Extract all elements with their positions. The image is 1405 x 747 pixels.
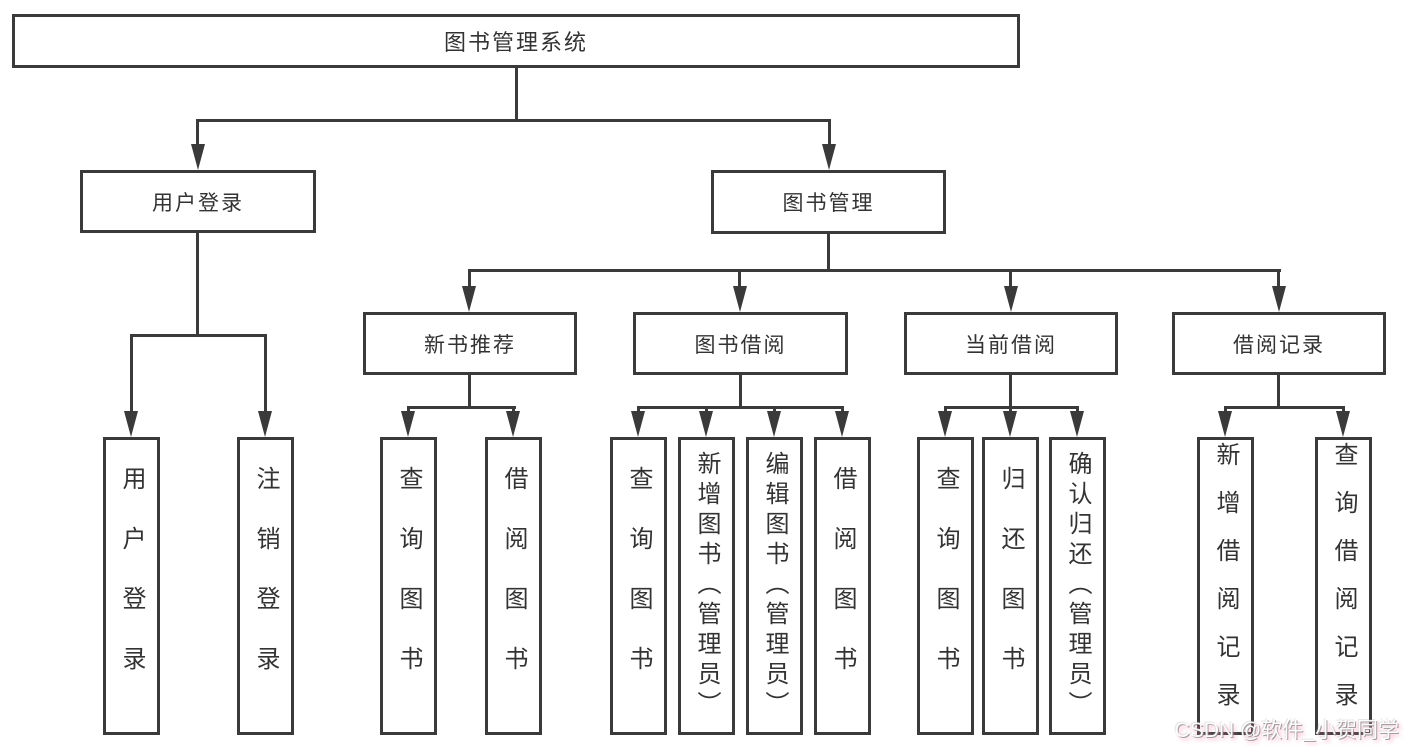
leaf-borrowing-query-books: 查询图书 <box>610 437 667 735</box>
node-book-management: 图书管理 <box>711 170 946 234</box>
node-current-borrowing: 当前借阅 <box>904 312 1118 375</box>
leaf-borrowing-borrow-books: 借阅图书 <box>814 437 871 735</box>
connector-line <box>468 269 471 294</box>
arrow-down-icon <box>1003 411 1017 437</box>
arrow-down-icon <box>631 411 645 437</box>
connector-line <box>196 233 199 337</box>
node-new-book-recommend: 新书推荐 <box>363 312 577 375</box>
arrow-down-icon <box>401 411 415 437</box>
arrow-down-icon <box>822 144 836 170</box>
connector-line <box>1277 269 1280 294</box>
connector-line <box>827 234 830 272</box>
connector-line <box>1277 375 1280 409</box>
connector-line <box>130 334 133 415</box>
arrow-down-icon <box>462 286 476 312</box>
leaf-current-query-books: 查询图书 <box>917 437 974 735</box>
arrow-down-icon <box>1218 411 1232 437</box>
arrow-down-icon <box>835 411 849 437</box>
arrow-down-icon <box>1336 411 1350 437</box>
leaf-recommend-borrow-books: 借阅图书 <box>485 437 542 735</box>
leaf-recommend-query-books: 查询图书 <box>380 437 437 735</box>
node-user-login: 用户登录 <box>80 170 316 233</box>
arrow-down-icon <box>1070 411 1084 437</box>
connector-line <box>739 375 742 409</box>
connector-line <box>468 269 1281 272</box>
node-borrow-records: 借阅记录 <box>1172 312 1386 375</box>
arrow-down-icon <box>733 286 747 312</box>
connector-line <box>1009 269 1012 294</box>
arrow-down-icon <box>1272 286 1286 312</box>
csdn-watermark: CSDN @软件_小贺同学 <box>1174 719 1399 742</box>
arrow-down-icon <box>124 411 138 437</box>
leaf-borrowing-add-books-admin: 新增图书（管理员） <box>678 437 735 735</box>
connector-line <box>637 406 844 409</box>
leaf-current-confirm-return-admin: 确认归还（管理员） <box>1049 437 1106 735</box>
arrow-down-icon <box>767 411 781 437</box>
connector-line <box>196 119 831 122</box>
connector-line <box>1009 375 1012 409</box>
leaf-borrowing-edit-books-admin: 编辑图书（管理员） <box>746 437 803 735</box>
connector-line <box>407 406 516 409</box>
leaf-records-add-borrow-record: 新增借阅记录 <box>1197 437 1254 735</box>
node-book-borrowing: 图书借阅 <box>633 312 848 375</box>
connector-line <box>515 68 518 122</box>
leaf-logout-login: 注销登录 <box>237 437 294 735</box>
connector-line <box>468 375 471 409</box>
node-library-management-system: 图书管理系统 <box>12 14 1020 68</box>
connector-line <box>264 334 267 415</box>
connector-line <box>828 119 831 150</box>
leaf-current-return-books: 归还图书 <box>982 437 1039 735</box>
connector-line <box>130 334 267 337</box>
connector-line <box>196 119 199 150</box>
arrow-down-icon <box>1004 286 1018 312</box>
arrow-down-icon <box>258 411 272 437</box>
leaf-records-query-borrow-record: 查询借阅记录 <box>1315 437 1372 735</box>
arrow-down-icon <box>191 144 205 170</box>
arrow-down-icon <box>506 411 520 437</box>
connector-line <box>738 269 741 294</box>
leaf-user-login: 用户登录 <box>103 437 160 735</box>
connector-line <box>1224 406 1345 409</box>
arrow-down-icon <box>699 411 713 437</box>
arrow-down-icon <box>938 411 952 437</box>
